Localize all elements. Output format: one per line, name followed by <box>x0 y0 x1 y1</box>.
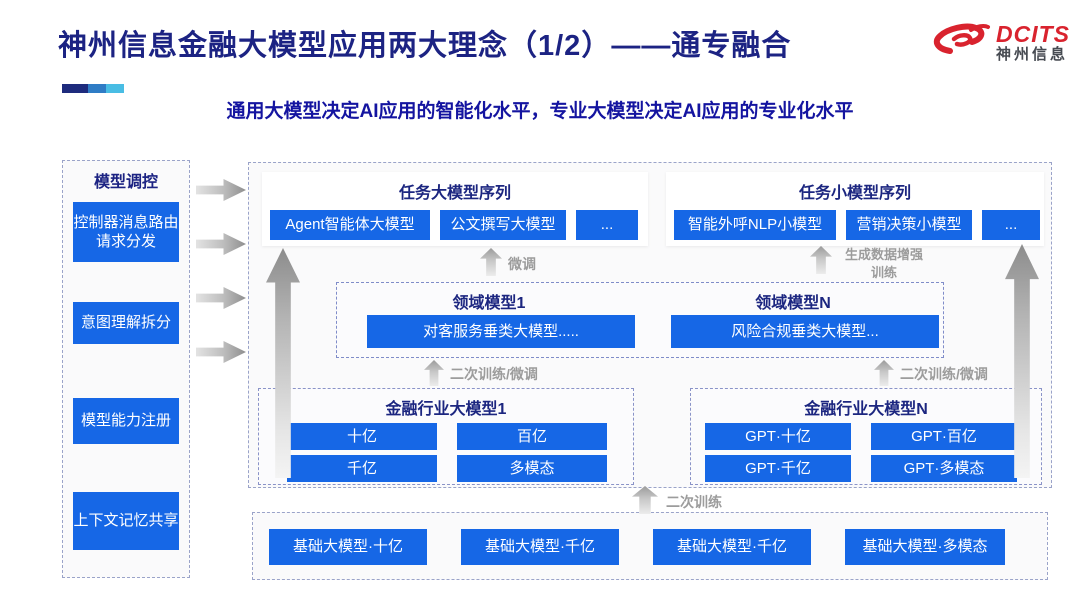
industry-model-1-panel: 金融行业大模型1 十亿 百亿 千亿 多模态 <box>258 388 634 485</box>
sidebar-title: 模型调控 <box>93 174 158 191</box>
sidebar-item-context: 上下文记忆共享 <box>73 492 179 550</box>
flow-right-arrow-icon <box>196 340 246 364</box>
dcits-swirl-icon <box>928 16 992 69</box>
nlp-callout-model-box: 智能外呼NLP小模型 <box>674 210 836 240</box>
base-model-hundred-billion-box-1: 基础大模型·千亿 <box>461 529 619 565</box>
industry1-billion-box: 十亿 <box>287 423 437 450</box>
industryN-title: 金融行业大模型N <box>804 401 928 418</box>
industryN-gpt-billion-box: GPT·十亿 <box>705 423 851 450</box>
domain1-title: 领域模型1 <box>452 295 526 312</box>
task-large-group-title: 任务大模型序列 <box>398 185 511 202</box>
secondary-train-right-label: 二次训练/微调 <box>900 366 988 382</box>
base-model-billion-box: 基础大模型·十亿 <box>269 529 427 565</box>
industryN-gpt-hundred-billion-box: GPT·千亿 <box>705 455 851 482</box>
flow-right-arrow-icon <box>196 286 246 310</box>
dcits-logo: DCITS 神州信息 <box>928 16 1070 69</box>
flow-right-arrow-icon <box>196 232 246 256</box>
more-small-models-box: ... <box>982 210 1040 240</box>
base-model-hundred-billion-box-2: 基础大模型·千亿 <box>653 529 811 565</box>
fine-tune-label: 微调 <box>508 256 536 272</box>
base-model-multimodal-box: 基础大模型·多模态 <box>845 529 1005 565</box>
logo-brand-text: DCITS <box>996 20 1070 47</box>
secondary-train-center-arrow-icon <box>632 486 658 514</box>
secondary-train-center-label: 二次训练 <box>666 494 722 510</box>
industry1-tens-billion-box: 百亿 <box>457 423 607 450</box>
logo-brand-cn: 神州信息 <box>996 45 1069 63</box>
sidebar-item-register: 模型能力注册 <box>73 398 179 444</box>
domain-models-panel: 领域模型1 领域模型N 对客服务垂类大模型..... 风险合规垂类大模型... <box>336 282 944 358</box>
sidebar-item-intent: 意图理解拆分 <box>73 302 179 344</box>
doc-writing-model-box: 公文撰写大模型 <box>440 210 566 240</box>
industry1-multimodal-box: 多模态 <box>457 455 607 482</box>
industry1-title: 金融行业大模型1 <box>385 401 507 418</box>
task-small-model-group: 任务小模型序列 <box>666 172 1044 246</box>
page-title: 神州信息金融大模型应用两大理念（1/2）——通专融合 <box>58 30 792 62</box>
gen-data-train-label: 生成数据增强训练 <box>844 247 923 280</box>
agent-large-model-box: Agent智能体大模型 <box>270 210 430 240</box>
risk-compliance-model-box: 风险合规垂类大模型... <box>671 315 939 348</box>
more-large-models-box: ... <box>576 210 638 240</box>
customer-service-model-box: 对客服务垂类大模型..... <box>367 315 635 348</box>
task-small-group-title: 任务小模型序列 <box>798 185 911 202</box>
base-models-panel: 基础大模型·十亿 基础大模型·千亿 基础大模型·千亿 基础大模型·多模态 <box>252 512 1048 580</box>
domainN-title: 领域模型N <box>755 295 831 312</box>
industry1-hundred-billion-box: 千亿 <box>287 455 437 482</box>
industryN-gpt-multimodal-box: GPT·多模态 <box>871 455 1017 482</box>
industryN-gpt-tens-billion-box: GPT·百亿 <box>871 423 1017 450</box>
flow-right-arrow-icon <box>196 178 246 202</box>
marketing-model-box: 营销决策小模型 <box>846 210 972 240</box>
subtitle: 通用大模型决定AI应用的智能化水平，专业大模型决定AI应用的专业化水平 <box>226 101 854 122</box>
secondary-train-left-label: 二次训练/微调 <box>450 366 538 382</box>
industry-model-n-panel: 金融行业大模型N GPT·十亿 GPT·百亿 GPT·千亿 GPT·多模态 <box>690 388 1042 485</box>
title-accent-bar <box>62 84 124 93</box>
sidebar-item-router: 控制器消息路由请求分发 <box>73 202 179 262</box>
